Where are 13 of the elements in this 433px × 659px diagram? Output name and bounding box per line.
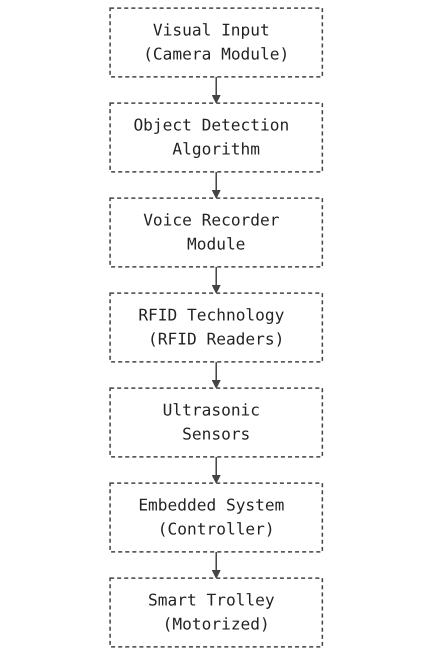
arrow <box>212 266 221 294</box>
node-box: Smart Trolley (Motorized) <box>110 577 324 648</box>
node-box: Embedded System (Controller) <box>110 482 324 553</box>
arrow <box>212 76 221 104</box>
node-box: Object Detection Algorithm <box>110 102 324 173</box>
node-box: RFID Technology (RFID Readers) <box>110 292 324 363</box>
node-box: Ultrasonic Sensors <box>110 387 324 458</box>
arrow <box>212 172 221 199</box>
arrow <box>212 552 221 579</box>
node-box: Visual Input (Camera Module) <box>110 7 324 78</box>
arrow <box>212 362 221 389</box>
arrow <box>212 456 221 484</box>
node-box: Voice Recorder Module <box>110 197 324 268</box>
